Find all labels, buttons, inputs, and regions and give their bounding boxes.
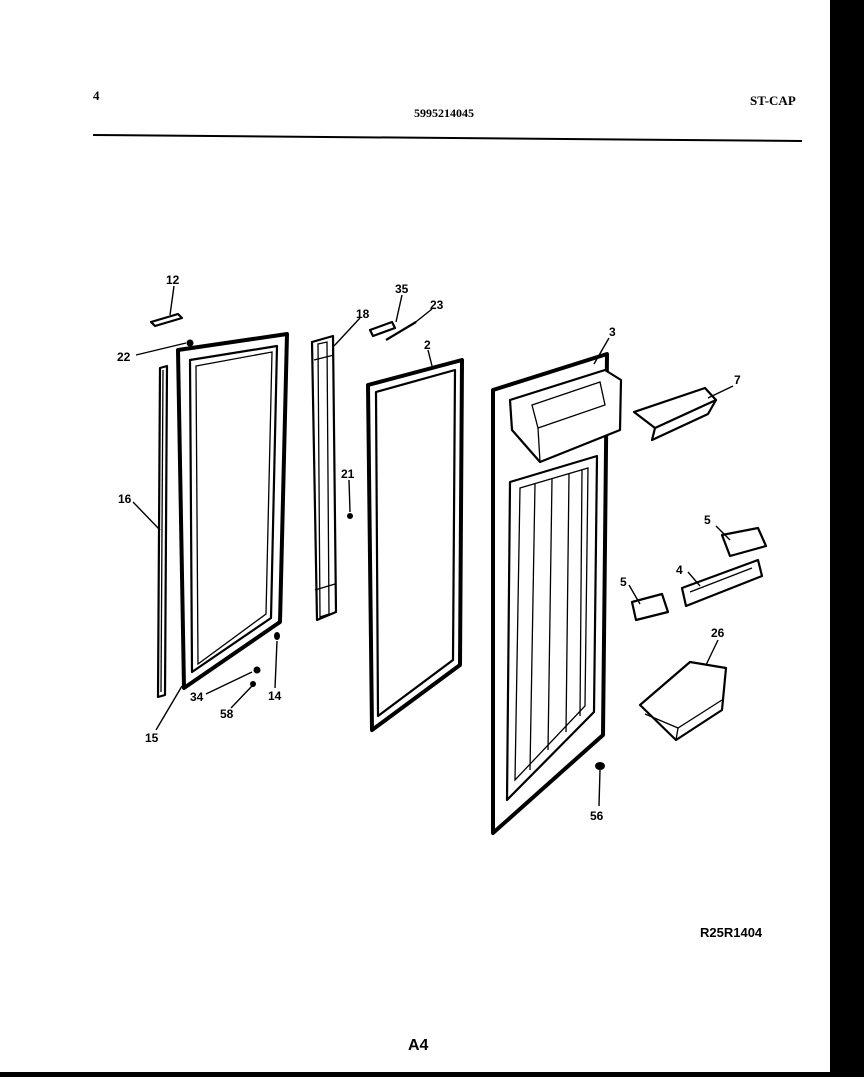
drawing-reference: R25R1404 bbox=[700, 925, 763, 940]
callout-2: 2 bbox=[424, 338, 431, 352]
exploded-parts-diagram: 12 22 16 15 34 58 14 18 21 35 23 2 3 7 5… bbox=[92, 134, 803, 1054]
page-number: 4 bbox=[93, 88, 100, 103]
part-12-handle-cap bbox=[149, 312, 184, 328]
callout-12: 12 bbox=[166, 273, 180, 287]
callout-14: 14 bbox=[268, 689, 282, 703]
part-3-door-liner bbox=[491, 352, 623, 835]
callout-5-upper: 5 bbox=[704, 513, 711, 527]
callout-7: 7 bbox=[734, 373, 741, 387]
callout-18: 18 bbox=[356, 307, 370, 321]
part-16-trim-strip bbox=[156, 364, 169, 699]
page-label: A4 bbox=[408, 1037, 429, 1054]
part-22-screw bbox=[186, 339, 194, 347]
callout-56: 56 bbox=[590, 809, 604, 823]
part-2-door-gasket bbox=[366, 358, 464, 732]
part-18-hinge-strip bbox=[310, 334, 338, 622]
callout-3: 3 bbox=[609, 325, 616, 339]
callout-15: 15 bbox=[145, 731, 159, 745]
header-rule bbox=[92, 134, 803, 142]
parts-35-23-clip bbox=[368, 320, 417, 341]
part-15-door-frame bbox=[176, 332, 289, 690]
callout-35: 35 bbox=[395, 282, 409, 296]
callout-58: 58 bbox=[220, 707, 234, 721]
model-code: ST-CAP bbox=[750, 93, 796, 108]
callout-23: 23 bbox=[430, 298, 444, 312]
diagram-sheet: 4 5995214045 ST-CAP bbox=[0, 0, 830, 1072]
parts-5-4-shelf-assembly bbox=[630, 526, 768, 622]
callout-21: 21 bbox=[341, 467, 355, 481]
part-number: 5995214045 bbox=[414, 106, 474, 120]
callout-4: 4 bbox=[676, 563, 683, 577]
callout-26: 26 bbox=[711, 626, 725, 640]
callout-5-lower: 5 bbox=[620, 575, 627, 589]
parts-34-58-14-hardware bbox=[250, 632, 280, 687]
part-26-storage-bin bbox=[638, 660, 728, 742]
part-21-screw bbox=[347, 513, 353, 519]
callout-22: 22 bbox=[117, 350, 131, 364]
callout-34: 34 bbox=[190, 690, 204, 704]
part-7-shelf-rail bbox=[632, 386, 718, 442]
leader-lines bbox=[132, 285, 734, 807]
callout-16: 16 bbox=[118, 492, 132, 506]
part-56-screw bbox=[595, 762, 605, 770]
